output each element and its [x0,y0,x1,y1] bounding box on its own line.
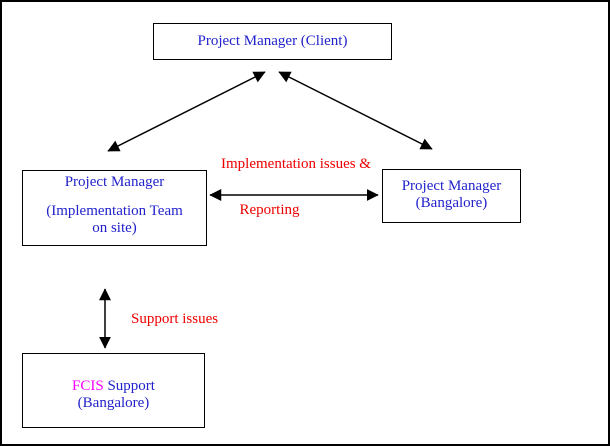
fcis-rest-text: Support [107,378,155,394]
box-fcis-line2: (Bangalore) [77,395,150,411]
box-implementation-line2: (Implementation Team [46,203,183,219]
box-bangalore-line2: (Bangalore) [415,195,488,211]
box-project-manager-bangalore: Project Manager (Bangalore) [382,169,521,223]
box-fcis-line1: FCIS Support [23,378,204,395]
box-fcis-support: FCIS Support (Bangalore) [22,353,205,428]
arrow-client-bangalore [278,71,433,150]
box-implementation-line1: Project Manager [64,174,165,190]
box-client-title: Project Manager (Client) [197,33,348,49]
box-bangalore-line1: Project Manager [401,178,502,194]
label-reporting: Reporting [239,202,300,218]
label-support-issues: Support issues [131,311,219,327]
box-project-manager-client: Project Manager (Client) [153,23,392,60]
box-implementation-line3: on site) [92,220,137,236]
box-project-manager-implementation: Project Manager (Implementation Team on … [22,170,207,246]
label-implementation-issues: Implementation issues & [221,156,371,172]
arrow-client-implementation [107,71,266,152]
fcis-name-text: FCIS [72,378,104,394]
